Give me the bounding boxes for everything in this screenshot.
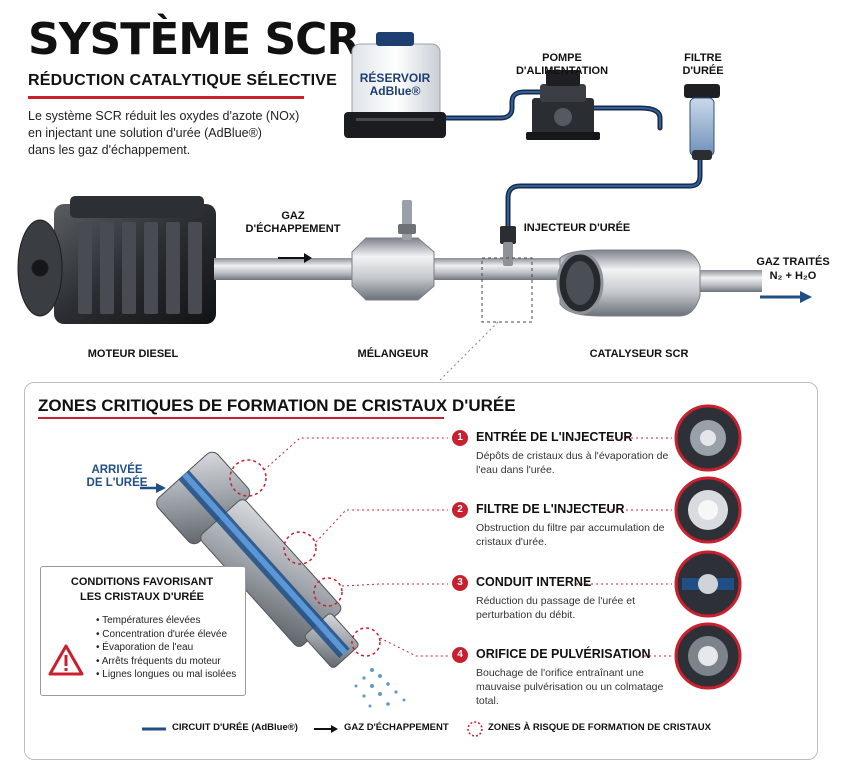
zone-2-title: FILTRE DE L'INJECTEUR xyxy=(476,502,625,516)
injector-label: INJECTEUR D'URÉE xyxy=(523,222,631,234)
zone-4-badge: 4 xyxy=(452,647,468,663)
zone-1-title: ENTRÉE DE L'INJECTEUR xyxy=(476,430,633,444)
warning-icon xyxy=(48,644,84,676)
tank-label: RÉSERVOIR AdBlue® xyxy=(359,71,431,98)
legend-exhaust-gas: GAZ D'ÉCHAPPEMENT xyxy=(344,722,449,733)
zone-3-desc: Réduction du passage de l'urée et pertur… xyxy=(476,595,636,621)
urea-circuit-legend-icon xyxy=(142,727,166,731)
conditions-list: Températures élevées Concentration d'uré… xyxy=(96,614,237,682)
adblue-tank xyxy=(344,32,446,138)
zone-detail-circles xyxy=(674,404,742,690)
page-title: SYSTÈME SCR xyxy=(28,14,360,65)
exhaust-label: GAZ D'ÉCHAPPEMENT xyxy=(245,210,341,235)
intro-text: Le système SCR réduit les oxydes d'azote… xyxy=(28,109,300,157)
conditions-title: CONDITIONS FAVORISANT LES CRISTAUX D'URÉ… xyxy=(70,576,214,603)
diesel-engine xyxy=(17,196,216,324)
zone-2-badge: 2 xyxy=(452,502,468,518)
filter-label: FILTRE D'URÉE xyxy=(682,52,724,77)
zone-2-desc: Obstruction du filtre par accumulation d… xyxy=(476,522,665,548)
engine-fan xyxy=(17,219,63,317)
injector-cutaway-diagram xyxy=(140,404,742,708)
injector-body xyxy=(156,451,359,668)
injection-zone-marker xyxy=(481,257,533,323)
legend-risk-zones: ZONES À RISQUE DE FORMATION DE CRISTAUX xyxy=(488,722,711,733)
treated-gas-formula: N₂ + H₂O xyxy=(769,270,817,282)
title-underline xyxy=(28,96,304,99)
treated-gas-arrow xyxy=(760,291,812,303)
zone-4-desc: Bouchage de l'orifice entraînant une mau… xyxy=(476,667,664,707)
exhaust-pipe xyxy=(214,258,762,292)
zones-panel-title: ZONES CRITIQUES DE FORMATION DE CRISTAUX… xyxy=(38,396,516,415)
condition-item: Évaporation de l'eau xyxy=(96,641,236,655)
feed-pump xyxy=(526,70,600,140)
legend-urea-circuit: CIRCUIT D'URÉE (AdBlue®) xyxy=(172,722,298,733)
exhaust-flow-arrow xyxy=(278,253,312,263)
spray-pattern xyxy=(354,668,406,708)
zone-3-badge: 3 xyxy=(452,575,468,591)
risk-zone-markers xyxy=(229,459,381,657)
condition-item: Arrêts fréquents du moteur xyxy=(96,655,236,669)
zones-panel-underline xyxy=(38,417,444,419)
urea-inlet-label: ARRIVÉE DE L'URÉE xyxy=(86,464,148,489)
condition-item: Concentration d'urée élevée xyxy=(96,628,236,642)
zone-1-badge: 1 xyxy=(452,430,468,446)
scr-catalyst xyxy=(556,249,701,317)
scr-system-diagram xyxy=(17,32,812,380)
treated-gas-label: GAZ TRAITÉS xyxy=(756,256,830,268)
catalyst-label: CATALYSEUR SCR xyxy=(589,348,689,360)
mixer-label: MÉLANGEUR xyxy=(357,348,429,360)
exhaust-legend-icon xyxy=(314,725,338,733)
zone-3-title: CONDUIT INTERNE xyxy=(476,575,592,589)
condition-item: Lignes longues ou mal isolées xyxy=(96,668,236,682)
risk-zone-legend-icon xyxy=(467,721,483,737)
condition-item: Températures élevées xyxy=(96,614,236,628)
pump-label: POMPE D'ALIMENTATION xyxy=(515,52,609,77)
zone-1-desc: Dépôts de cristaux dus à l'évaporation d… xyxy=(476,450,669,476)
zone-4-title: ORIFICE DE PULVÉRISATION xyxy=(476,647,651,661)
urea-injector-on-pipe xyxy=(500,226,516,266)
engine-label: MOTEUR DIESEL xyxy=(87,348,179,360)
mixer xyxy=(351,200,435,301)
page-subtitle: RÉDUCTION CATALYTIQUE SÉLECTIVE xyxy=(28,72,338,89)
urea-filter xyxy=(684,84,720,160)
